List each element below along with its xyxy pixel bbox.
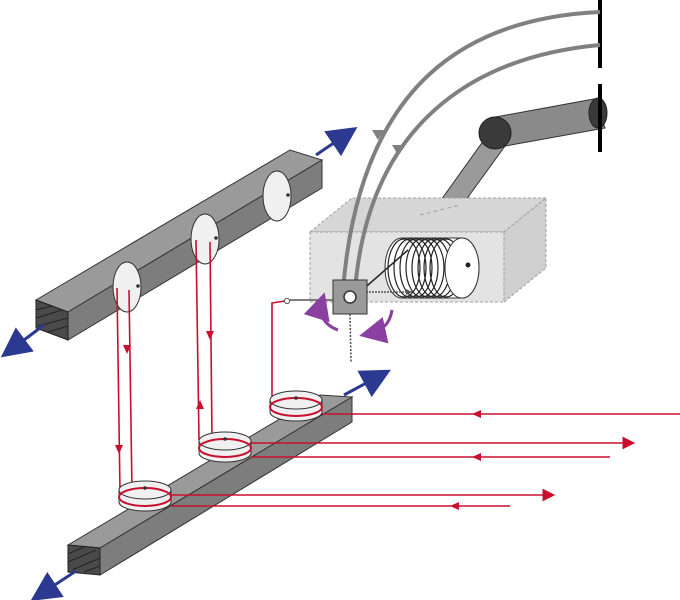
wire-direction-arrows bbox=[115, 331, 214, 454]
lower-beam-arrow-left bbox=[30, 569, 77, 600]
boom-arm bbox=[435, 97, 608, 216]
lower-beam-arrow-right bbox=[343, 369, 391, 398]
lower-pulley-2 bbox=[198, 431, 252, 463]
lower-pulley-1 bbox=[118, 480, 172, 512]
wire-horizontal-runs bbox=[171, 413, 680, 507]
upper-beam-arrow-left bbox=[0, 323, 45, 358]
lower-pulley-3 bbox=[269, 390, 323, 422]
upper-beam-arrow-right bbox=[315, 126, 358, 157]
curved-arm bbox=[341, 10, 601, 291]
upper-pulley-2 bbox=[190, 213, 220, 265]
lower-beam bbox=[66, 394, 354, 576]
upper-pulley-1 bbox=[112, 261, 142, 313]
spool-drum bbox=[384, 237, 480, 299]
wire-horizontal-arrows bbox=[450, 410, 481, 510]
upper-pulley-3 bbox=[262, 170, 292, 222]
rotation-arrows bbox=[303, 292, 394, 344]
